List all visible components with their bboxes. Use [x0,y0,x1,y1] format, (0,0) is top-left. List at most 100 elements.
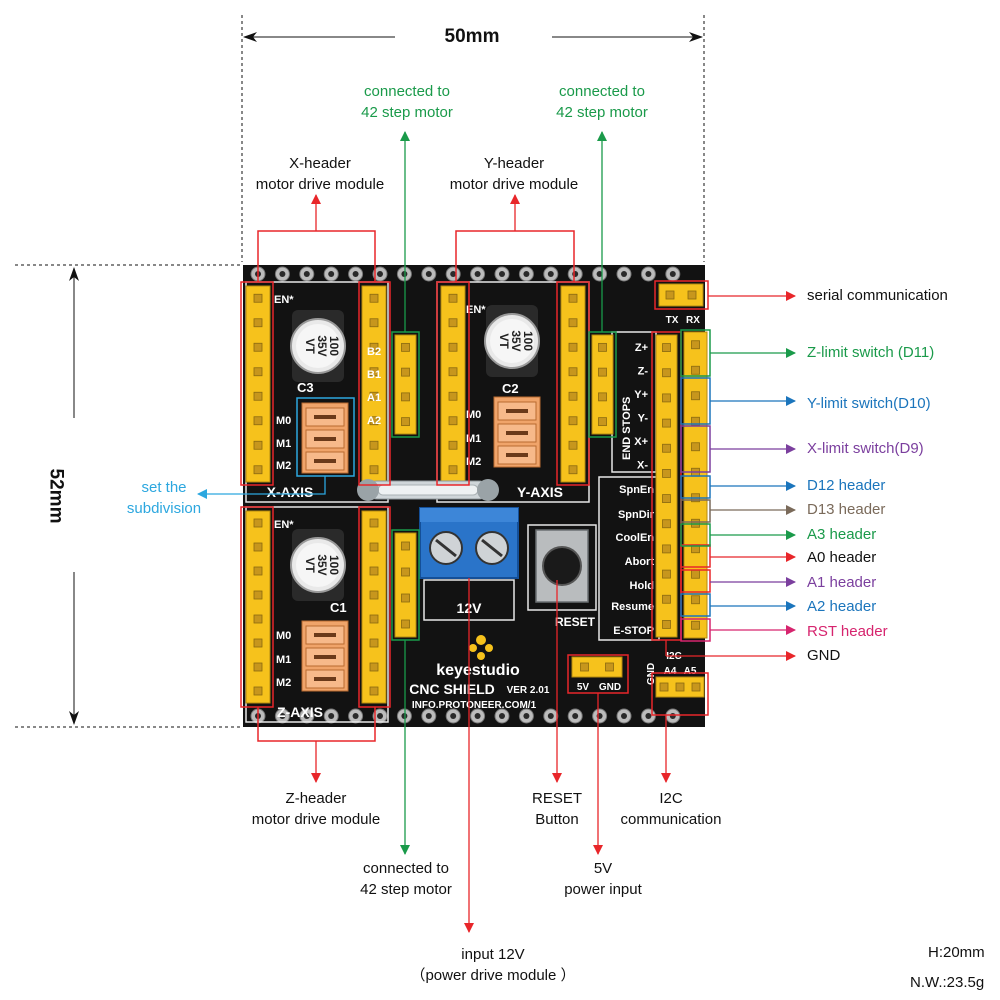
spec-height: H:20mm [928,944,985,961]
header-pin [598,392,607,402]
header-pin [568,367,578,377]
right-callout-label: A3 header [807,526,877,543]
i2c-header [655,676,705,698]
x-driver-header-right [361,285,387,483]
header-pin [662,519,671,529]
header-pin [659,682,669,692]
header-pin [448,391,458,401]
pwr-gnd-silk: GND [599,682,621,693]
header-pin [253,465,263,475]
capacitor-marking: VT [303,338,317,354]
x-motor-header [394,334,417,435]
header-pin [687,290,697,300]
x-m2-label: M2 [276,460,291,472]
right-callout-label: X-limit switch(D9) [807,440,924,457]
cap-ref-c1: C1 [330,600,347,615]
capacitor-marking: 100 [327,555,341,575]
z-m1-label: M1 [276,654,291,666]
header-pin [448,342,458,352]
z-m0-label: M0 [276,630,291,642]
header-pin [401,417,410,427]
header-pin [448,440,458,450]
header-pin [605,662,614,672]
z-driver-header-right [361,510,387,704]
header-pin [662,443,671,453]
y-m1-label: M1 [466,433,481,445]
coil-b2-label: B2 [367,346,381,358]
x-enable-silk: EN* [274,294,294,306]
header-pin [253,293,263,303]
brand-label: keyestudio [436,662,520,679]
reset-button[interactable]: RESET [527,524,597,629]
microstep-labels: M0 M1 M2 M0 M1 M2 M0 M1 M2 [276,409,481,689]
header-pin [691,620,700,630]
right-callout-label: A0 header [807,549,877,566]
header-pin [662,343,671,352]
header-pin [401,367,410,377]
header-pin [568,465,578,475]
header-pin [369,638,379,648]
header-pin [448,318,458,328]
brand-logo-icon [469,635,493,660]
header-pin [448,367,458,377]
header-pin [662,494,671,503]
header-pin [369,440,379,450]
width-dimension: 50mm [444,26,500,47]
input-12v-label: input 12V（power drive module ） [410,946,576,984]
z-driver-header-left [245,510,271,704]
function-pin-label: CoolEn [616,532,655,544]
endstop-pin-label: Y+ [634,389,648,401]
z-motor-header [394,532,417,638]
cap-ref-c2: C2 [502,381,519,396]
header-pin [369,542,379,552]
end-stops-silk: END STOPS [621,397,633,460]
x-m1-label: M1 [276,438,291,450]
board-version: VER 2.01 [507,685,550,696]
header-pin [662,620,671,629]
header-pin [253,566,263,576]
tx-silk: TX [666,315,679,326]
y-axis-silk: Y-AXIS [517,484,563,500]
dimension-lines [15,15,705,728]
header-pin [253,518,263,528]
right-callout-label: D12 header [807,477,886,494]
microstep-jumpers[interactable] [301,620,349,692]
power-terminal: 12V [419,507,519,621]
header-pin [369,566,379,576]
microstep-jumpers[interactable] [301,402,349,474]
header-pin [675,682,685,692]
right-callout-label: A1 header [807,574,877,591]
right-callout-label: D13 header [807,501,886,518]
header-pin [253,542,263,552]
microstep-jumpers[interactable] [493,396,541,468]
endstop-pin-label: Y- [638,413,649,425]
header-pin [448,416,458,426]
right-callout-label: GND [807,647,841,664]
y-driver-header-right [560,285,586,483]
header-pin [662,594,671,604]
callout-arrows [197,131,796,933]
header-pin [568,416,578,426]
function-pin-label: Abort [625,556,655,568]
header-pin [691,365,700,375]
x-axis-silk: X-AXIS [267,484,314,500]
endstop-pin-label: X- [637,460,648,472]
z-m2-label: M2 [276,677,291,689]
board-branding: keyestudio CNC SHIELD VER 2.01 INFO.PROT… [409,635,550,711]
header-pin [253,416,263,426]
y-enable-silk: EN* [466,304,486,316]
header-pin [369,614,379,624]
header-pin [369,342,379,352]
header-pin [369,293,379,303]
header-pin [580,662,589,672]
header-pin [691,682,701,692]
